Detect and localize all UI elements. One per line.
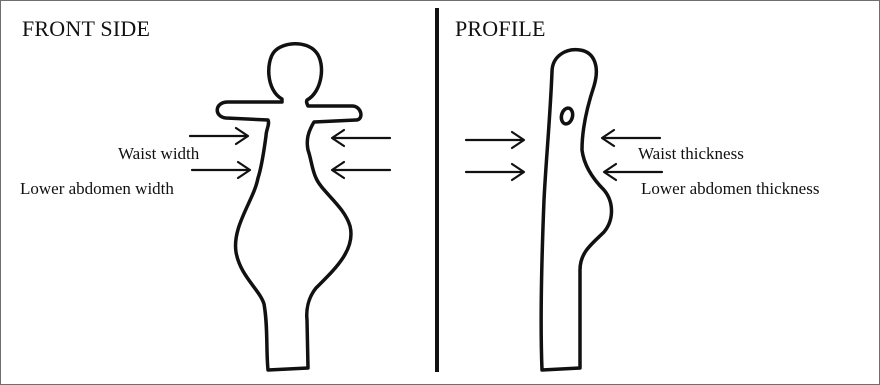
profile-waist-arrow-right <box>602 130 660 146</box>
profile-eye-mark <box>560 107 575 125</box>
profile-body-outline <box>541 50 611 370</box>
profile-abdomen-arrow-right <box>604 164 662 180</box>
front-waist-arrow-left <box>190 128 248 144</box>
profile-abdomen-arrow-left <box>466 164 524 180</box>
front-body-outline <box>217 44 361 370</box>
front-waist-arrow-right <box>332 130 390 146</box>
front-abdomen-arrow-left <box>192 162 250 178</box>
front-abdomen-arrow-right <box>332 162 390 178</box>
profile-waist-arrow-left <box>466 132 524 148</box>
